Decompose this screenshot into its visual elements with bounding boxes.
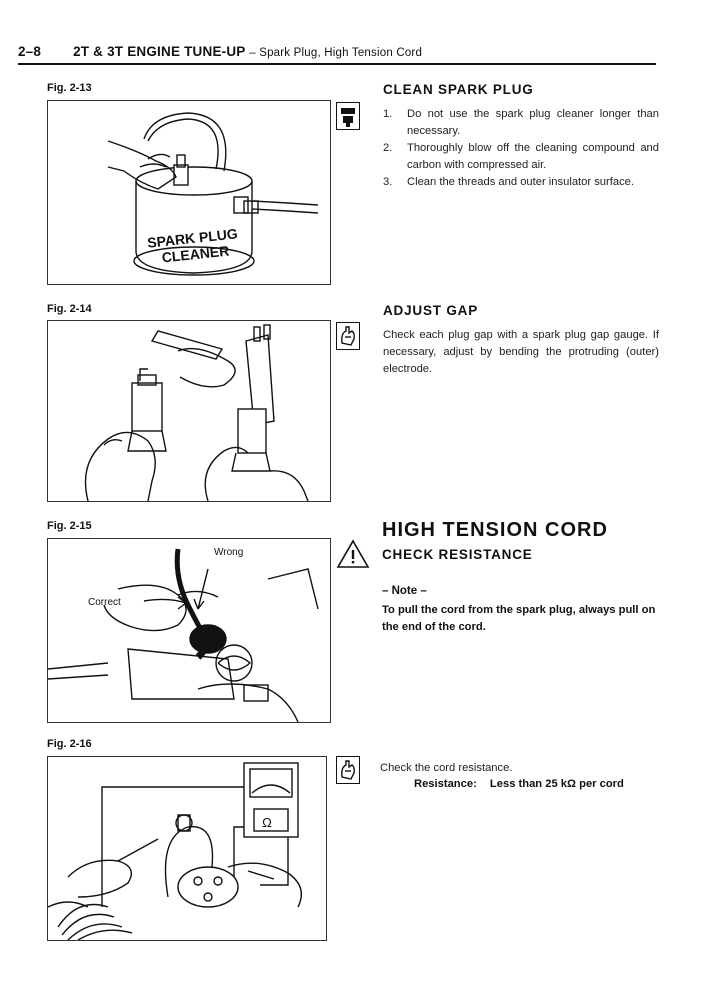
cleaning-tool-icon (336, 102, 360, 130)
fig-2-15-illustration: Wrong Correct (47, 538, 331, 723)
fig-2-16-illustration: Ω (47, 756, 327, 941)
step-item: 3.Clean the threads and outer insulator … (383, 176, 634, 188)
header-rule (18, 63, 656, 65)
warning-triangle-icon (336, 538, 370, 570)
page-number: 2–8 (18, 44, 42, 59)
resistance-label: Resistance: (414, 778, 477, 790)
adjust-gap-text: Check each plug gap with a spark plug ga… (383, 329, 659, 375)
clean-spark-plug-heading: CLEAN SPARK PLUG (383, 82, 534, 97)
step-item: 2.Thoroughly blow off the cleaning compo… (383, 142, 659, 171)
correct-label: Correct (88, 597, 121, 608)
page-header: 2–8 2T & 3T ENGINE TUNE-UP – Spark Plug,… (18, 44, 422, 59)
cord-resistance-text: Check the cord resistance. (380, 762, 513, 774)
fig-2-16-label: Fig. 2-16 (47, 738, 92, 750)
adjust-gap-heading: ADJUST GAP (383, 303, 479, 318)
note-text: To pull the cord from the spark plug, al… (382, 604, 656, 633)
fig-2-15-label: Fig. 2-15 (47, 520, 92, 532)
ohmmeter-symbol: Ω (262, 815, 272, 830)
step-item: 1.Do not use the spark plug cleaner long… (383, 108, 659, 137)
hand-adjust-icon (336, 756, 360, 784)
fig-2-14-illustration (47, 320, 331, 502)
chapter-subtitle: – Spark Plug, High Tension Cord (249, 47, 423, 59)
fig-2-14-label: Fig. 2-14 (47, 303, 92, 315)
check-resistance-heading: CHECK RESISTANCE (382, 547, 533, 562)
resistance-spec: Resistance: Less than 25 kΩ per cord (414, 778, 624, 790)
can-label-line2: CLEANER (161, 243, 230, 266)
fig-2-13-illustration: SPARK PLUG CLEANER (47, 100, 331, 285)
note-heading: – Note – (382, 585, 427, 597)
resistance-value: Less than 25 kΩ per cord (489, 778, 624, 790)
clean-spark-plug-steps: 1.Do not use the spark plug cleaner long… (383, 106, 659, 191)
chapter-title: 2T & 3T ENGINE TUNE-UP (73, 44, 246, 59)
high-tension-cord-heading: HIGH TENSION CORD (382, 519, 608, 541)
fig-2-13-label: Fig. 2-13 (47, 82, 92, 94)
hand-adjust-icon (336, 322, 360, 350)
wrong-label: Wrong (214, 547, 243, 558)
